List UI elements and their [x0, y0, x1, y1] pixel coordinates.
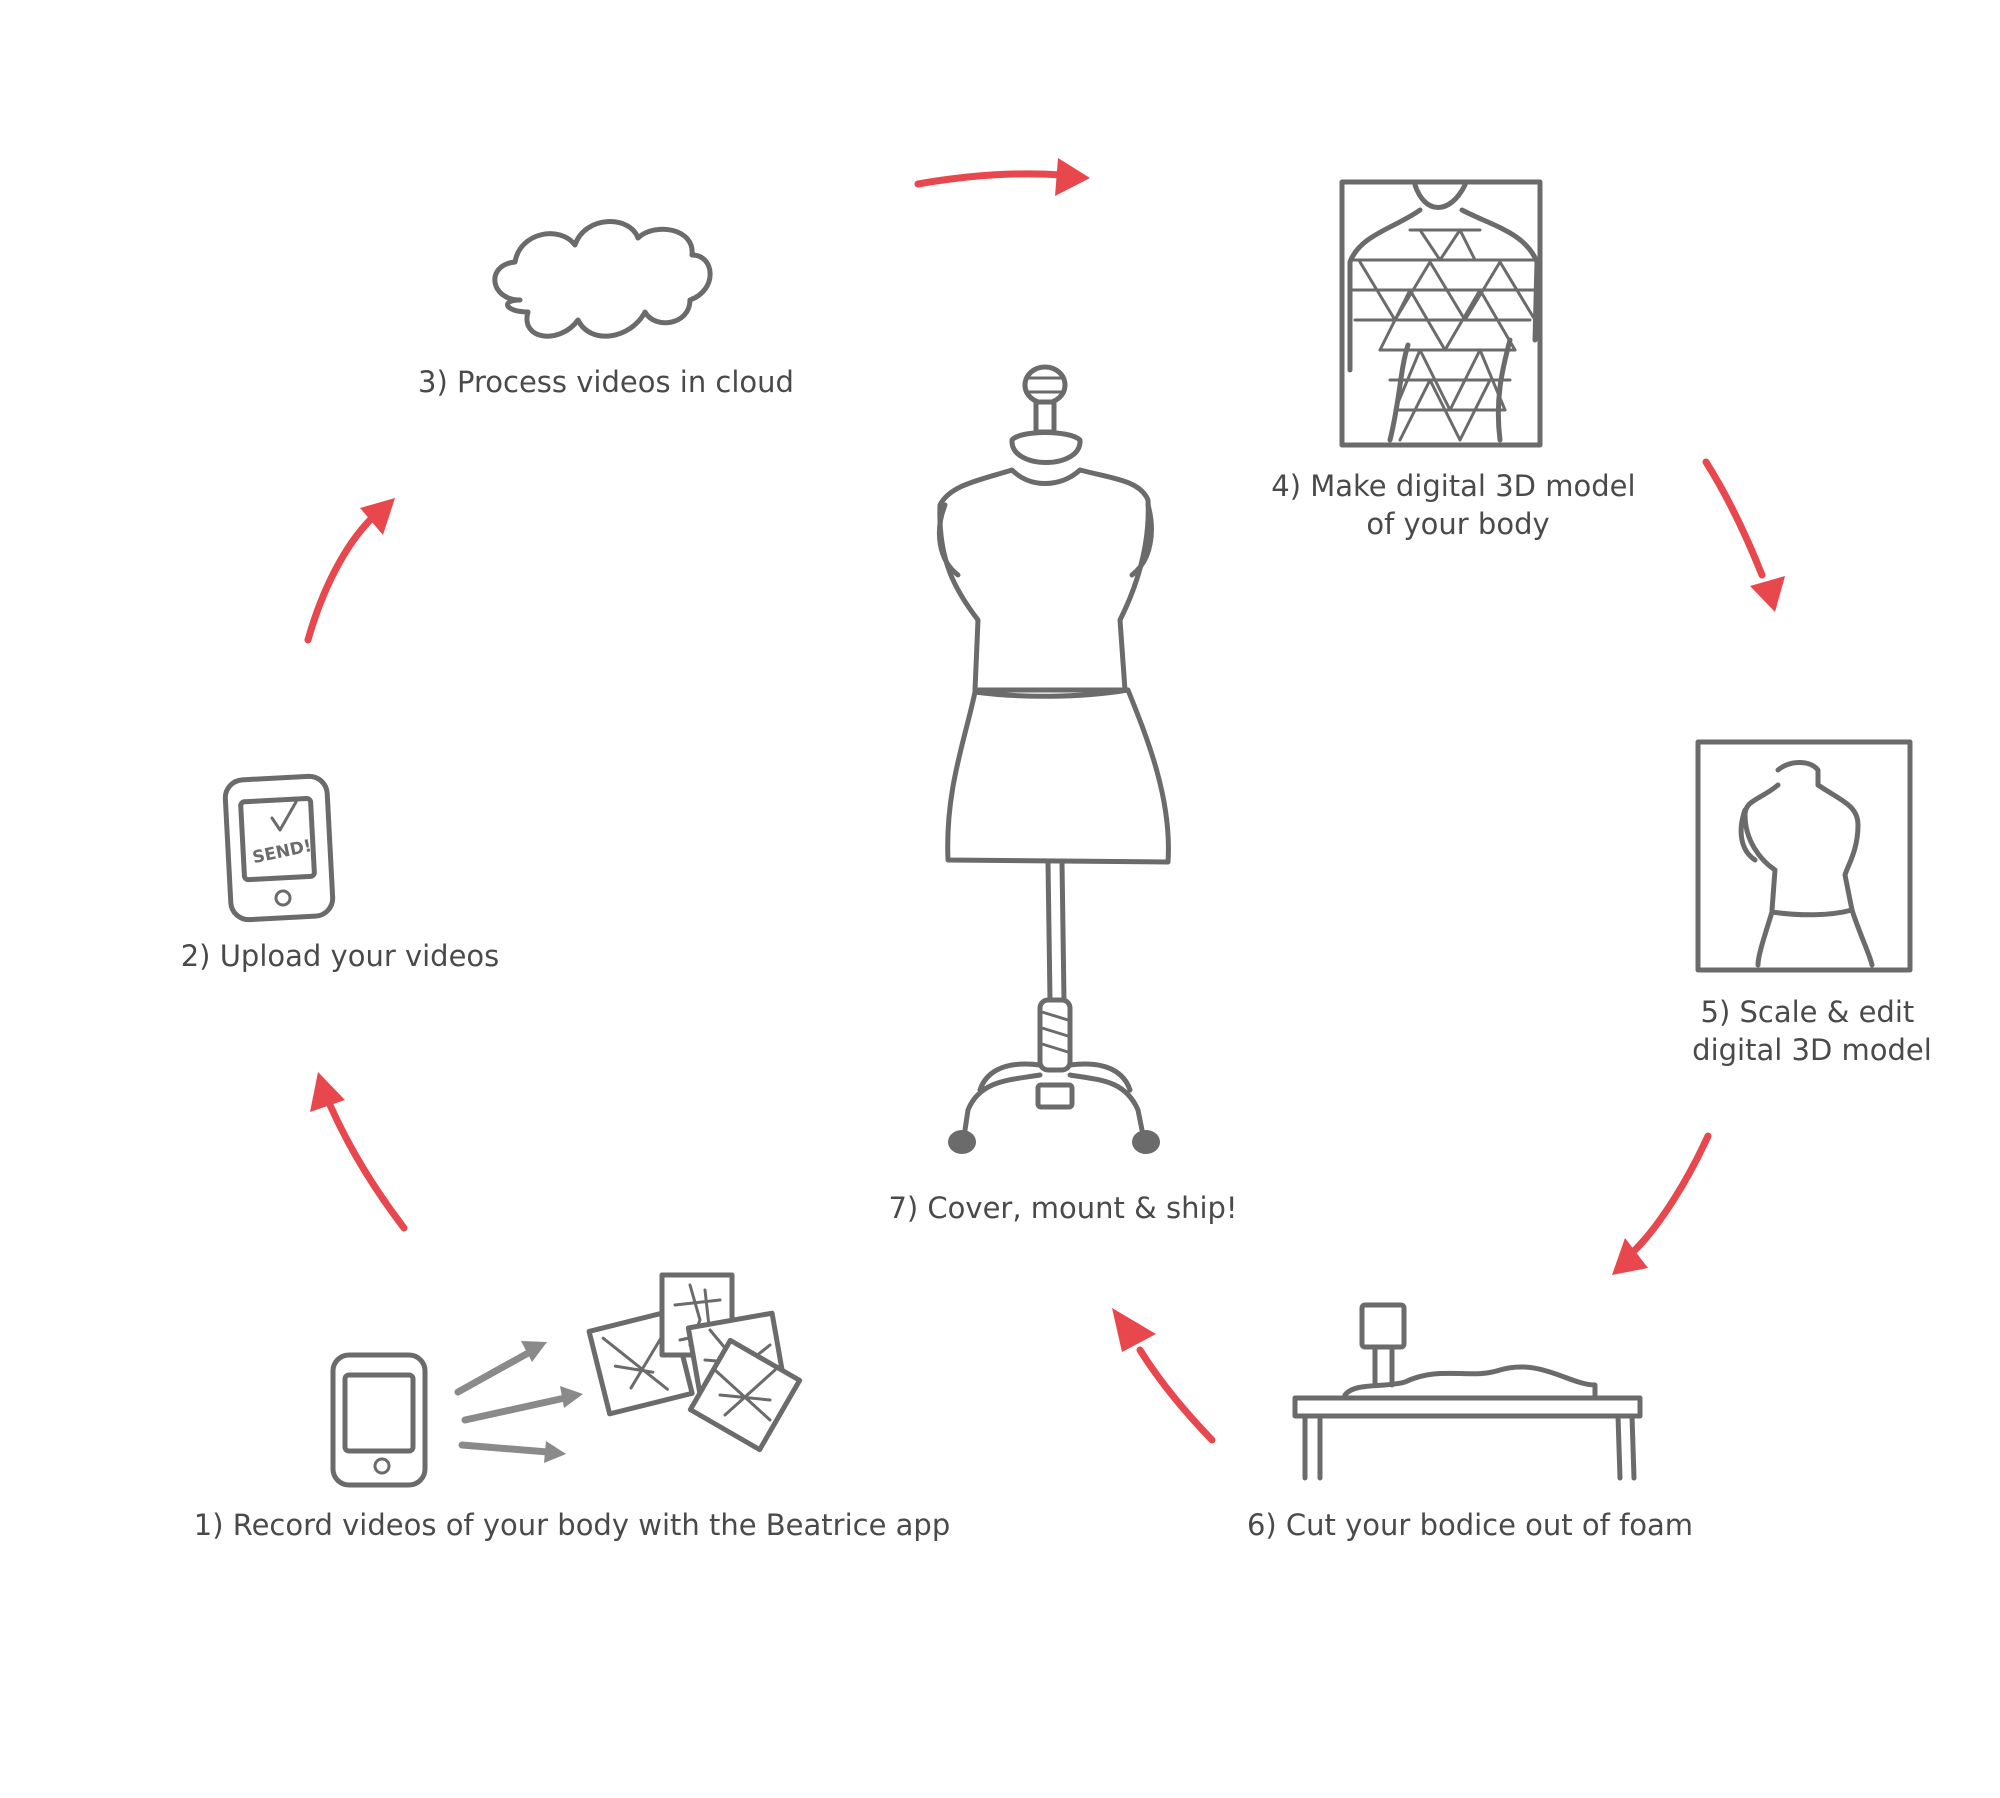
arrow-6-to-7 [1112, 1308, 1216, 1444]
phone-photos-icon [330, 1272, 803, 1488]
label-step-1: 1) Record videos of your body with the B… [194, 1508, 950, 1542]
video-frames-icon [586, 1272, 803, 1453]
label-step-7: 7) Cover, mount & ship! [888, 1191, 1237, 1225]
label-step-3: 3) Process videos in cloud [418, 365, 794, 399]
arrow-3-to-4 [914, 158, 1090, 196]
arrow-4-to-5 [1702, 458, 1785, 612]
label-step-4: 4) Make digital 3D model of your body [1271, 469, 1644, 541]
arrow-1-to-2 [310, 1072, 408, 1232]
mesh-body-icon [1339, 179, 1543, 448]
arrow-2-to-3 [304, 498, 395, 644]
arrow-5-to-6 [1612, 1132, 1712, 1275]
label-step-6: 6) Cut your bodice out of foam [1247, 1508, 1693, 1542]
foam-cutter-icon [1292, 1302, 1643, 1481]
label-step-5: 5) Scale & edit digital 3D model [1692, 995, 1932, 1067]
dress-form-icon [936, 364, 1171, 1154]
label-step-2: 2) Upload your videos [181, 939, 500, 973]
cycle-arrows [304, 158, 1785, 1444]
phone-send-icon: SEND! [222, 773, 336, 923]
cloud-icon [492, 219, 713, 339]
body-frame-icon [1695, 739, 1913, 973]
step-labels: 1) Record videos of your body with the B… [181, 365, 1932, 1542]
